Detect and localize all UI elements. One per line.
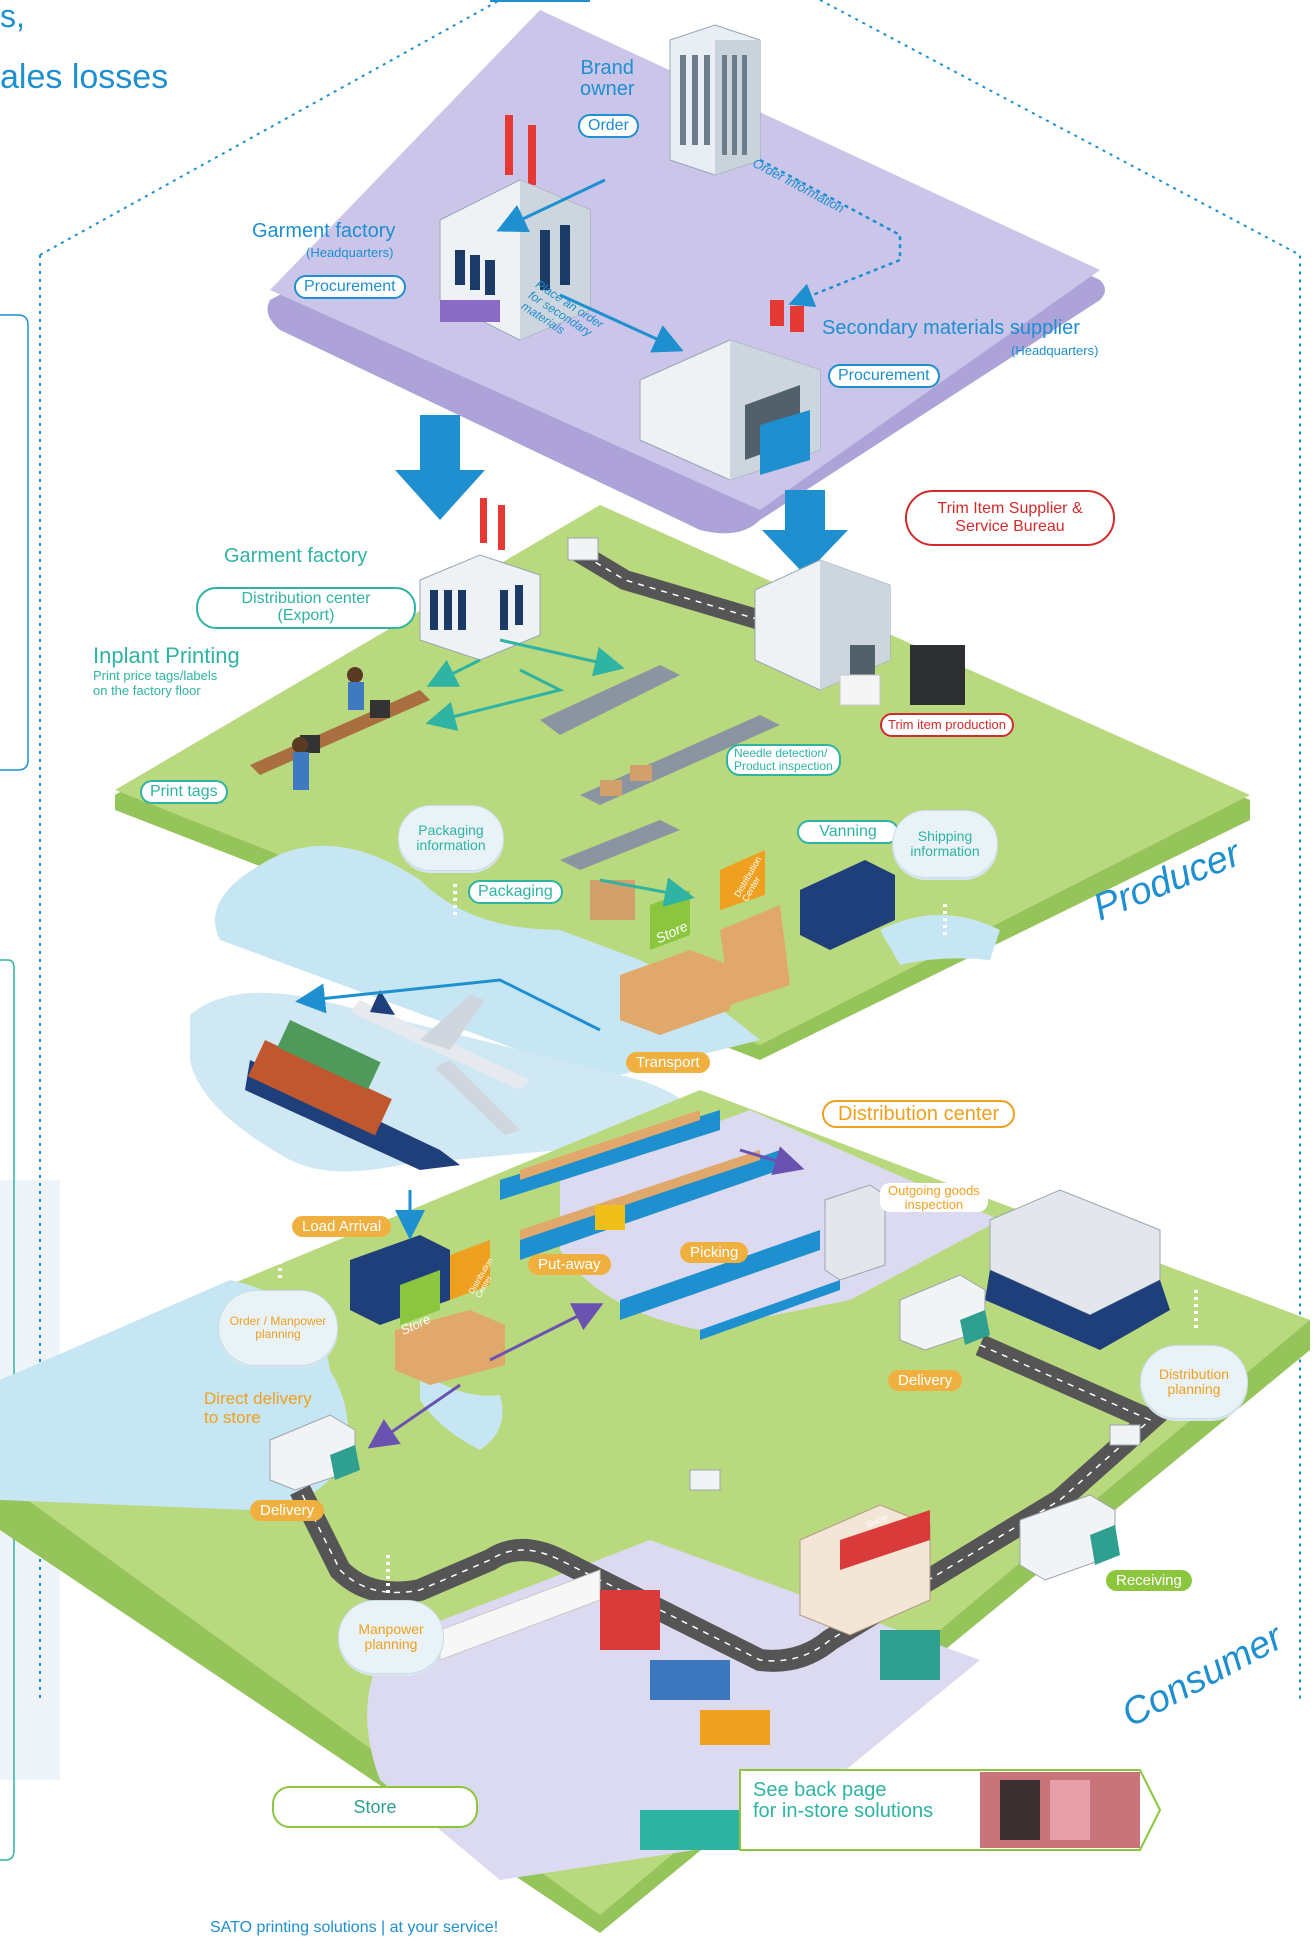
trim-supplier-pill: Trim Item Supplier & Service Bureau <box>905 490 1115 546</box>
secondary-supplier-label: Secondary materials supplier <box>822 317 1080 339</box>
manpower-planning-cloud: Manpower planning <box>338 1600 444 1674</box>
secondary-supplier-building <box>639 300 821 481</box>
garment-factory-hq-label: Garment factory <box>252 220 396 242</box>
needle-detection-pill: Needle detection/ Product inspection <box>726 744 841 777</box>
headquarters-label-1: (Headquarters) <box>306 245 394 260</box>
store-interior <box>439 1569 940 1850</box>
producer-plate <box>115 505 1250 1045</box>
vanning-pill: Vanning <box>797 820 899 844</box>
brand-owner-label: Brand owner <box>580 57 635 100</box>
distribution-planning-cloud: Distribution planning <box>1140 1345 1248 1419</box>
left-panel-1 <box>0 314 29 771</box>
delivery-label-2: Delivery <box>250 1500 325 1521</box>
arrow-down-1 <box>395 415 485 520</box>
headquarters-label-2: (Headquarters) <box>1011 343 1099 358</box>
garment-factory-hq-building <box>439 115 591 341</box>
load-arrival-label: Load Arrival <box>292 1216 392 1237</box>
shop-building <box>799 1504 931 1636</box>
footer-text: SATO printing solutions | at your servic… <box>210 1919 499 1936</box>
procurement-pill-2: Procurement <box>828 364 940 388</box>
van-2 <box>689 1469 721 1491</box>
cargo-ship <box>245 1019 460 1170</box>
printer-icon <box>910 645 965 705</box>
packaging-pill: Packaging <box>468 880 563 904</box>
truck-1 <box>899 1274 990 1351</box>
garment-factory-label: Garment factory <box>224 545 368 567</box>
delivery-label-1: Delivery <box>888 1370 963 1391</box>
order-manpower-cloud: Order / Manpower planning <box>218 1290 338 1366</box>
order-pill: Order <box>578 114 639 138</box>
dc-floor <box>560 1110 1000 1330</box>
put-away-label: Put-away <box>528 1254 611 1275</box>
trim-production-pill: Trim item production <box>880 713 1014 737</box>
inplant-printing-scene <box>250 667 430 790</box>
inspection-gate <box>824 1184 886 1281</box>
distribution-center-export-pill: Distribution center (Export) <box>196 587 416 629</box>
direct-delivery-label: Direct delivery to store <box>204 1389 312 1427</box>
brand-owner-building <box>669 24 761 176</box>
header-line-2: ales losses <box>0 58 169 96</box>
garment-factory-building <box>419 498 541 661</box>
back-page-link[interactable]: See back page for in-store solutions <box>753 1779 934 1822</box>
header-line-1: s, <box>0 0 25 34</box>
packaging-information-cloud: Packaging information <box>398 805 504 871</box>
transport-label: Transport <box>626 1052 710 1073</box>
dotted-outline <box>39 0 1301 1700</box>
shipping-information-cloud: Shipping information <box>892 810 998 878</box>
procurement-pill-1: Procurement <box>294 275 406 299</box>
print-tags-pill: Print tags <box>140 780 228 804</box>
airplane <box>350 990 530 1135</box>
van-1 <box>1109 1424 1141 1446</box>
distribution-center-pill: Distribution center <box>822 1100 1016 1128</box>
outgoing-inspection-label: Outgoing goods inspection <box>880 1183 988 1213</box>
trim-supplier-building <box>754 559 965 706</box>
conveyor-line <box>540 665 780 920</box>
van-3 <box>567 537 599 561</box>
inplant-description: Print price tags/labels on the factory f… <box>93 668 218 698</box>
shipping-container <box>800 860 895 950</box>
inplant-printing-label: Inplant Printing <box>93 643 240 668</box>
truck-3 <box>1019 1494 1120 1581</box>
picking-label: Picking <box>680 1242 749 1263</box>
store-pill: Store <box>272 1786 478 1828</box>
forklift <box>595 1205 625 1230</box>
truck-2 <box>269 1414 360 1491</box>
receiving-label: Receiving <box>1106 1570 1192 1591</box>
arrow-down-2 <box>762 490 848 575</box>
warehouse-shelving <box>500 1110 840 1340</box>
